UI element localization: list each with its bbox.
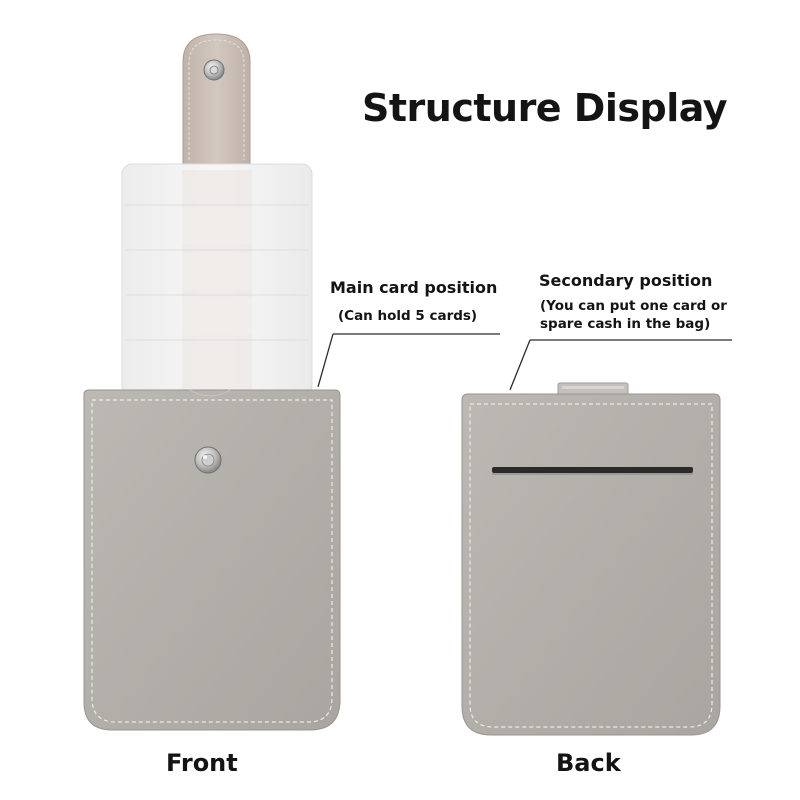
secondary-position-note-line-2: spare cash in the bag)	[540, 316, 711, 332]
main-card-position-label: Main card position	[330, 278, 498, 297]
back-wallet	[461, 382, 721, 736]
back-sleeve	[461, 393, 721, 736]
secondary-pocket-slot	[492, 467, 693, 475]
secondary-callout-leader	[509, 339, 732, 391]
snap-button-icon	[203, 59, 225, 81]
main-callout-leader	[317, 333, 500, 388]
main-card-position-note: (Can hold 5 cards)	[338, 308, 478, 324]
front-wallet	[83, 33, 341, 731]
snap-button-icon	[194, 446, 222, 474]
back-view-label: Back	[556, 749, 621, 777]
page-title: Structure Display	[362, 86, 727, 130]
card-tray	[121, 163, 313, 400]
pull-tab	[182, 33, 251, 166]
front-view-label: Front	[166, 749, 238, 777]
secondary-position-label: Secondary position	[539, 271, 713, 290]
secondary-position-note-line-1: (You can put one card or	[540, 298, 727, 314]
front-sleeve	[83, 389, 341, 731]
